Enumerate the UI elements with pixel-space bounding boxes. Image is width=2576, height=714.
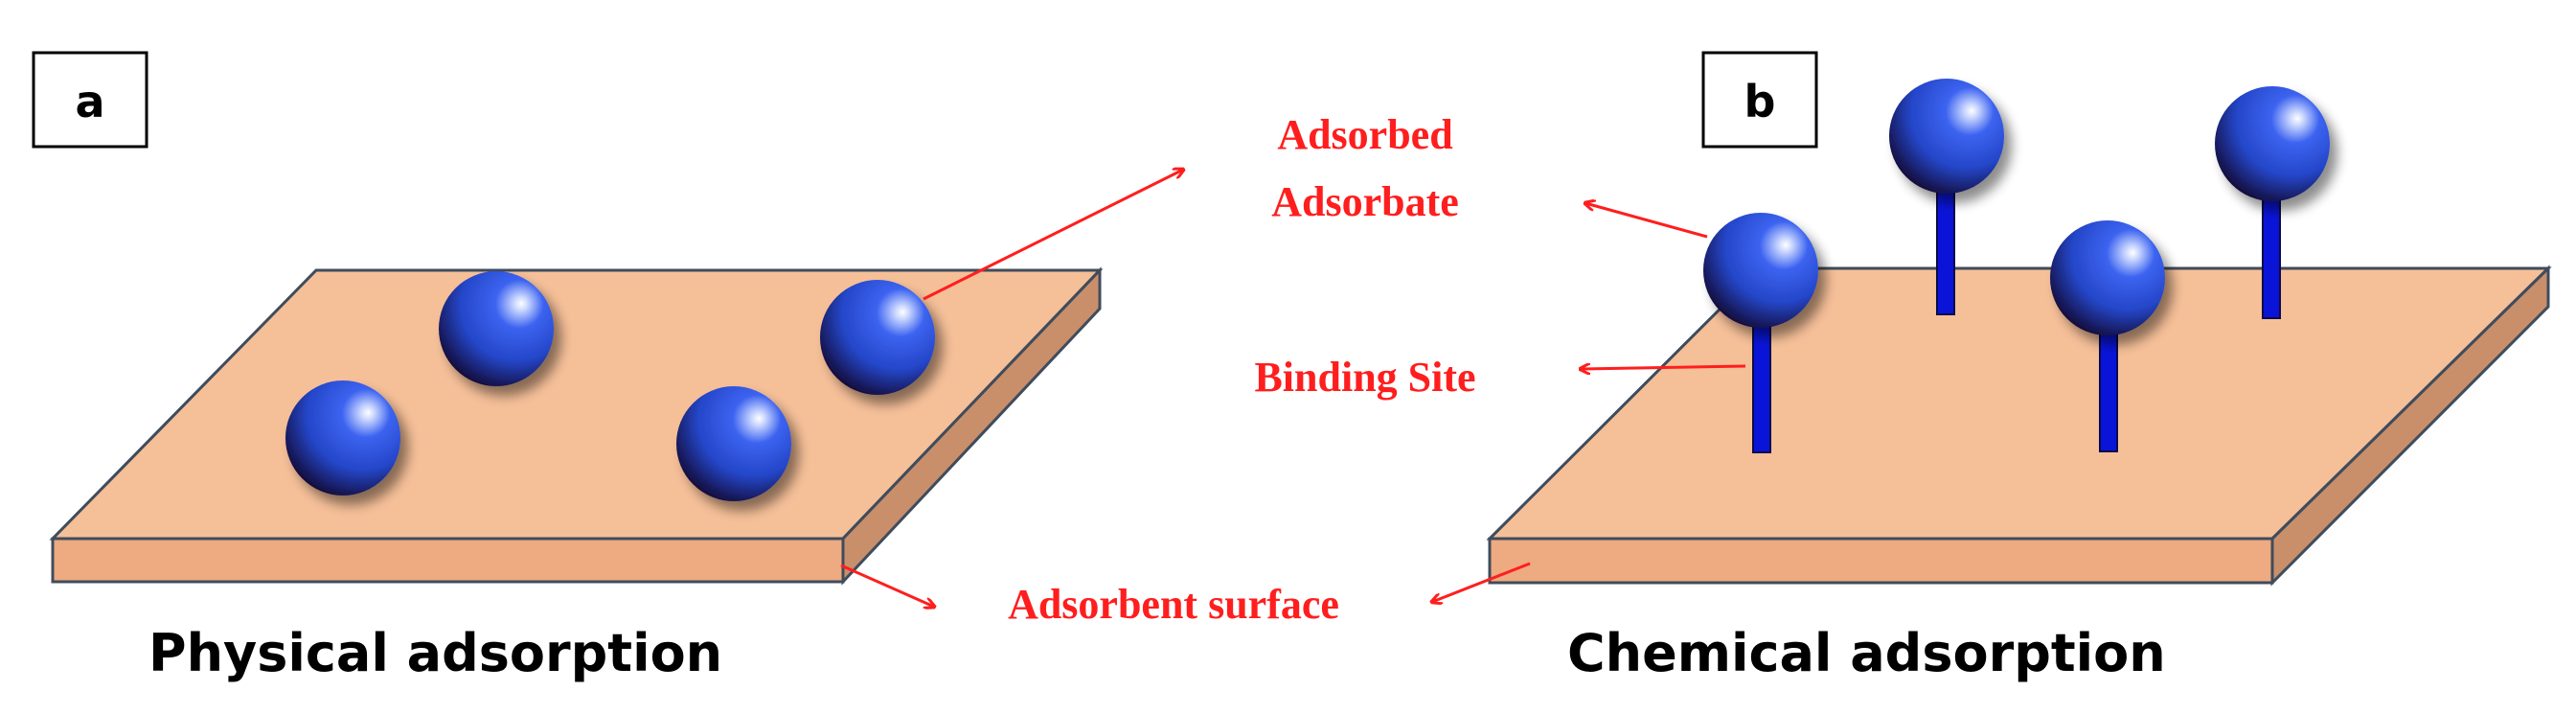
arrow-surface-b: [1432, 562, 1531, 602]
label-adsorbent-surface: Adsorbent surface: [1008, 581, 1339, 628]
label-binding-site: Binding Site: [1254, 354, 1475, 401]
binding-site-stick: [2099, 328, 2118, 452]
arrow-adsorbed-b: [1585, 203, 1708, 239]
panel-a-label-box: a: [32, 51, 148, 149]
arrow-binding-site: [1581, 366, 1746, 369]
adsorbate-sphere: [676, 386, 791, 501]
binding-site-stick: [1752, 325, 1771, 453]
adsorbed-sphere: [1703, 213, 1818, 328]
arrow-adsorbed-a: [923, 170, 1183, 301]
panel-a-letter: a: [75, 76, 104, 127]
binding-site-stick: [2262, 191, 2281, 319]
arrow-surface-a: [840, 564, 934, 607]
panel-b: b Chemical adsorption: [1486, 51, 2552, 683]
adsorbate-sphere: [439, 271, 554, 386]
panel-b-letter: b: [1744, 76, 1776, 127]
adsorbed-sphere: [1889, 79, 2004, 194]
panel-b-label-box: b: [1701, 51, 1818, 149]
annotations: Adsorbed Adsorbate Binding Site Adsorben…: [840, 111, 1746, 628]
panel-a: a Physical adsorption: [32, 51, 1104, 683]
adsorbate-sphere: [285, 380, 400, 495]
adsorbate-sphere: [820, 280, 935, 395]
slab-b-top: [1486, 266, 2552, 541]
adsorbate-spheres-a: [285, 271, 935, 501]
label-adsorbate: Adsorbate: [1271, 178, 1459, 225]
adsorbent-slab-a: [49, 266, 1104, 586]
adsorbed-sphere: [2050, 220, 2165, 335]
slab-b-front: [1488, 537, 2274, 585]
adsorbed-spheres-b: [1703, 79, 2330, 335]
slab-a-top: [49, 268, 1104, 541]
panel-b-caption: Chemical adsorption: [1567, 623, 2166, 683]
adsorbent-slab-b: [1486, 265, 2552, 587]
label-adsorbed: Adsorbed: [1277, 111, 1452, 158]
panel-a-caption: Physical adsorption: [148, 623, 722, 683]
slab-a-front: [51, 537, 845, 584]
adsorbed-sphere: [2215, 86, 2330, 201]
binding-site-stick: [1936, 191, 1955, 315]
